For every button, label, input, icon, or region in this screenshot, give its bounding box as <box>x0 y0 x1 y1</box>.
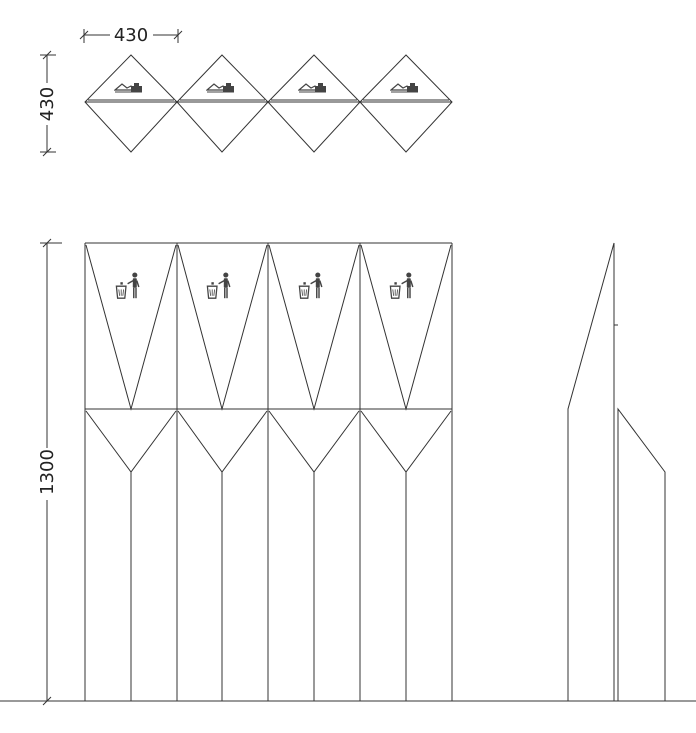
trash-pour-icon <box>206 82 235 93</box>
front-module-4 <box>360 244 452 701</box>
top-width-dimension: 430 <box>79 25 183 46</box>
person-litter-bin-icon <box>298 271 323 300</box>
trash-pour-icon <box>390 82 419 93</box>
person-litter-bin-icon <box>115 271 140 300</box>
height-label: 1300 <box>37 449 58 495</box>
person-litter-bin-icon <box>389 271 414 300</box>
plan-module-2 <box>176 54 269 153</box>
front-view <box>84 242 453 701</box>
top-depth-dimension: 430 <box>37 50 58 157</box>
plan-view <box>84 54 453 153</box>
side-view <box>567 242 666 701</box>
front-module-1 <box>85 244 177 701</box>
person-litter-bin-icon <box>206 271 231 300</box>
top-depth-label: 430 <box>37 87 58 121</box>
plan-module-4 <box>359 54 453 153</box>
top-width-label: 430 <box>114 25 148 46</box>
plan-module-3 <box>267 54 361 153</box>
front-module-3 <box>268 244 360 701</box>
trash-pour-icon <box>114 82 143 93</box>
height-dimension: 1300 <box>37 238 62 706</box>
plan-module-1 <box>84 54 178 153</box>
front-module-2 <box>177 244 268 701</box>
trash-pour-icon <box>298 82 327 93</box>
